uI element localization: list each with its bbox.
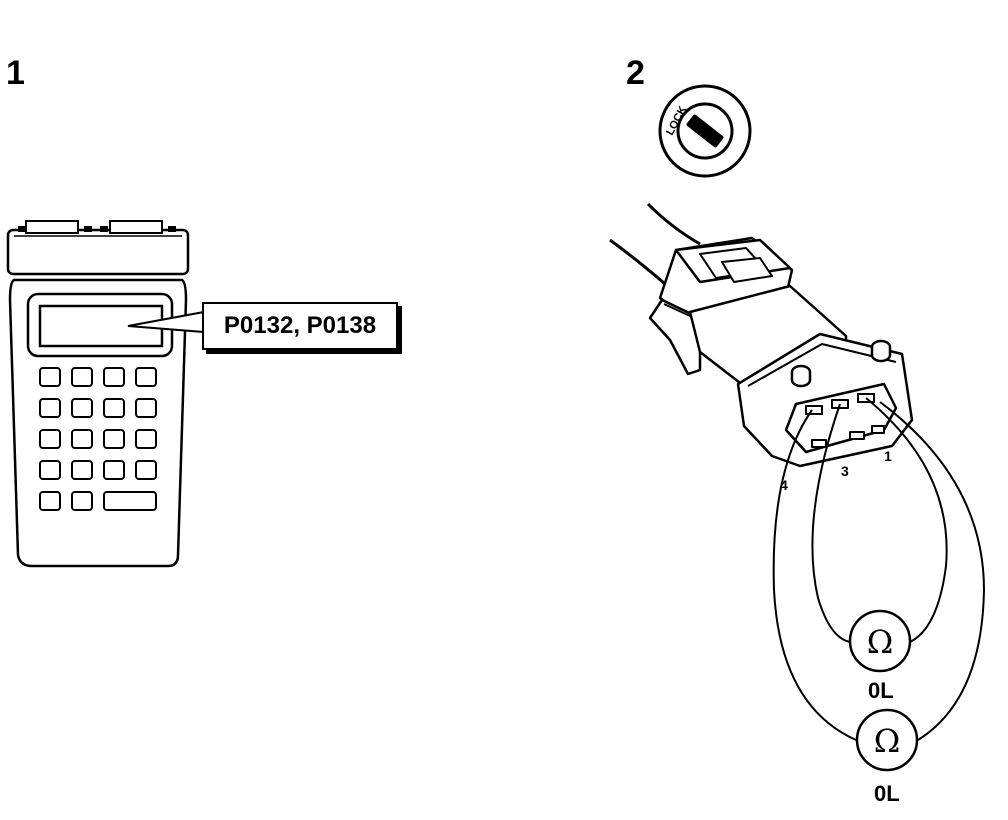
ohm-symbol: Ω (874, 722, 901, 760)
pin-label-4: 4 (780, 477, 788, 493)
test-lead (811, 403, 851, 643)
scan-tool-keypad (39, 367, 157, 511)
ignition-switch-icon: LOCK (658, 84, 752, 178)
ohmmeter-reading-2: 0L (874, 781, 900, 806)
harness-wire (646, 202, 701, 246)
pin-label-3: 3 (841, 463, 849, 479)
ohmmeter-2: Ω (855, 708, 919, 772)
ohm-symbol: Ω (867, 623, 894, 661)
test-lead (772, 409, 857, 741)
test-lead (879, 401, 986, 741)
test-leads (772, 397, 986, 741)
test-lead (865, 397, 948, 643)
pin-label-1: 1 (884, 448, 892, 464)
ohmmeter-reading-1: 0L (868, 678, 894, 703)
dtc-callout: P0132, P0138 (202, 302, 398, 350)
sensor-connector (609, 202, 914, 468)
step-number-2: 2 (626, 54, 645, 92)
harness-wire (609, 238, 673, 292)
scan-tool-connector (6, 220, 190, 276)
step-number-1: 1 (6, 54, 25, 92)
ohmmeter-1: Ω (848, 609, 912, 673)
scan-tool (6, 220, 205, 568)
